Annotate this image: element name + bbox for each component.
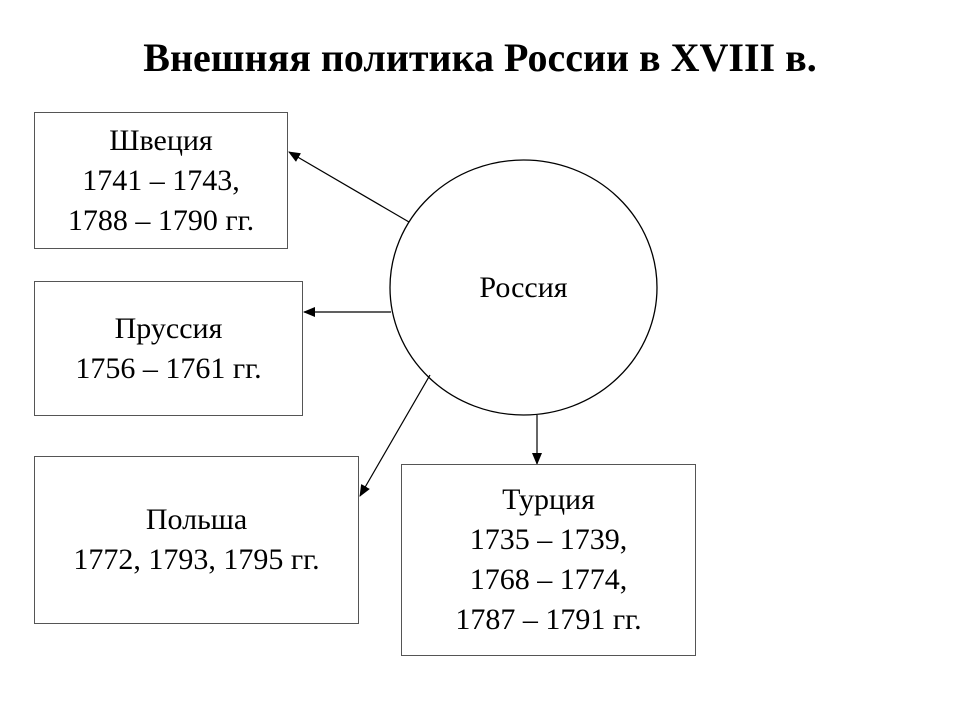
page-title: Внешняя политика России в XVIII в. xyxy=(143,35,817,80)
poland-years-1: 1772, 1793, 1795 гг. xyxy=(73,543,320,576)
russia-circle xyxy=(389,159,658,416)
arrow-to-poland xyxy=(359,374,431,497)
russia-label: Россия xyxy=(479,270,568,304)
sweden-years-2: 1788 – 1790 гг. xyxy=(67,203,255,237)
turkey-name: Турция xyxy=(502,483,595,516)
prussia-box: Пруссия 1756 – 1761 гг. xyxy=(34,281,303,416)
sweden-box: Швеция 1741 – 1743, 1788 – 1790 гг. xyxy=(34,112,288,249)
turkey-years-3: 1787 – 1791 гг. xyxy=(455,603,642,636)
russia-node: Россия xyxy=(390,160,657,415)
turkey-years-2: 1768 – 1774, xyxy=(469,563,628,596)
prussia-name: Пруссия xyxy=(114,311,223,345)
sweden-years-1: 1741 – 1743, xyxy=(82,163,240,197)
arrow-to-sweden xyxy=(288,151,410,223)
prussia-years-1: 1756 – 1761 гг. xyxy=(75,351,262,385)
turkey-years-1: 1735 – 1739, xyxy=(469,523,628,556)
poland-name: Польша xyxy=(145,503,248,536)
turkey-box: Турция 1735 – 1739, 1768 – 1774, 1787 – … xyxy=(401,464,696,656)
poland-box: Польша 1772, 1793, 1795 гг. xyxy=(34,456,359,624)
sweden-name: Швеция xyxy=(109,123,213,157)
